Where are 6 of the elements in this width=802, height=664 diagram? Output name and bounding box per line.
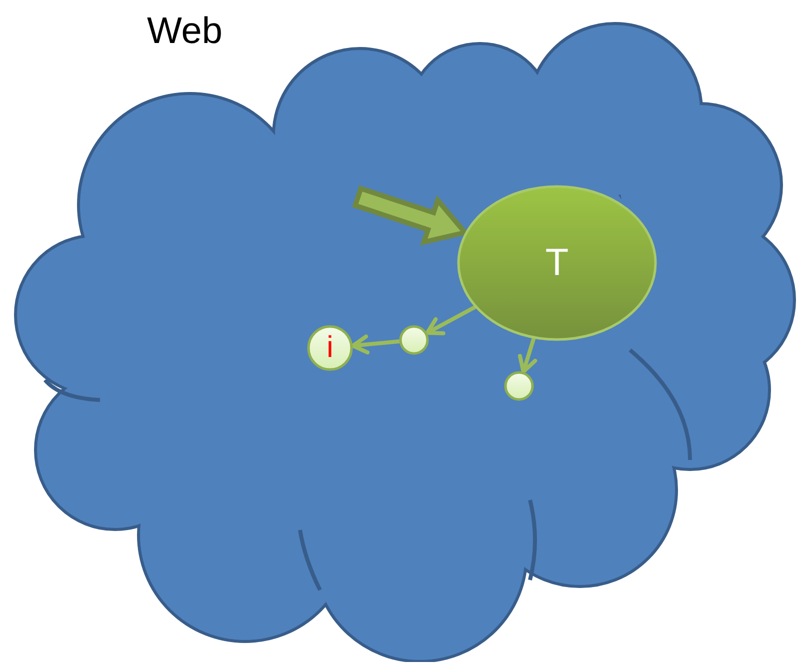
cloud-heading: Web [147,10,222,52]
arrow [425,305,477,336]
node-label: i [326,331,334,365]
arrow [350,334,402,354]
arrow [518,336,538,374]
node-label: T [545,242,569,284]
